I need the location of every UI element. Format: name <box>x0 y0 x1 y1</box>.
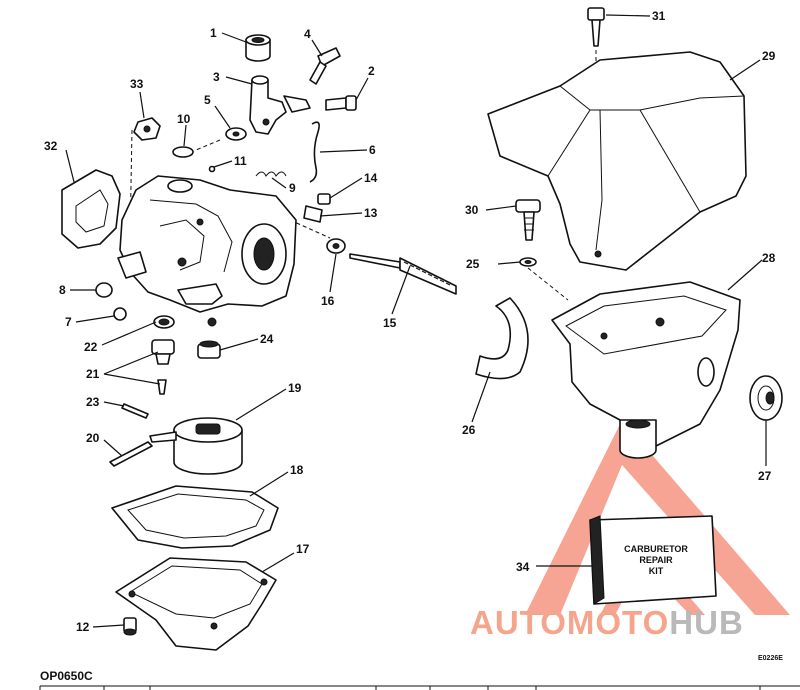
callout-17: 17 <box>296 542 310 556</box>
callout-7: 7 <box>65 315 72 329</box>
part-9-spring <box>255 171 287 177</box>
callout-31: 31 <box>652 9 666 23</box>
kit-label-line3: KIT <box>649 566 664 576</box>
part-22-ring <box>153 315 175 329</box>
part-6-spring-wire <box>309 121 320 183</box>
part-13-bracket <box>303 205 323 223</box>
part-12-screw <box>123 617 137 636</box>
part-30-screw <box>515 199 541 241</box>
part-31-screw <box>587 7 605 47</box>
kit-label-line1: CARBURETOR <box>624 544 688 554</box>
callout-24: 24 <box>260 332 274 346</box>
carburetor-body <box>117 175 297 327</box>
callout-11: 11 <box>234 154 247 168</box>
callout-4: 4 <box>304 27 311 41</box>
part-16-nut <box>326 238 346 254</box>
callout-33: 33 <box>130 77 144 91</box>
part-17-float-bowl <box>115 557 277 651</box>
part-4-screw <box>309 47 341 85</box>
part-33-nut <box>133 117 161 141</box>
part-32-gasket <box>61 169 121 249</box>
callout-32: 32 <box>44 139 58 153</box>
callout-15: 15 <box>383 316 397 330</box>
callout-labels: 1 2 3 4 5 6 7 8 9 10 11 12 13 14 15 16 1… <box>44 9 776 634</box>
callout-12: 12 <box>76 620 90 634</box>
callout-16: 16 <box>321 294 335 308</box>
callout-1: 1 <box>210 26 217 40</box>
part-18-bowl-gasket <box>111 485 279 549</box>
figure-code: OP0650C <box>40 669 93 683</box>
callout-34: 34 <box>516 560 530 574</box>
callout-8: 8 <box>59 283 66 297</box>
watermark-text-part1: AUTOMOTO <box>470 604 670 641</box>
callout-27: 27 <box>758 469 772 483</box>
callout-28: 28 <box>762 251 776 265</box>
part-8-o-ring <box>95 282 113 298</box>
part-5-washer <box>225 127 247 141</box>
callout-23: 23 <box>86 395 100 409</box>
callout-26: 26 <box>462 423 476 437</box>
watermark-text-part2: HUB <box>669 604 744 641</box>
part-23-pin <box>121 403 149 419</box>
callout-14: 14 <box>364 171 378 185</box>
kit-label-line2: REPAIR <box>639 555 673 565</box>
callout-3: 3 <box>213 70 220 84</box>
part-2-screw <box>325 95 357 111</box>
part-15-needle <box>349 253 457 295</box>
callout-30: 30 <box>465 203 479 217</box>
part-19-float <box>149 417 243 475</box>
callout-21: 21 <box>86 367 100 381</box>
serial-number: E0226E <box>758 655 783 662</box>
part-10-plug <box>172 146 194 158</box>
bottom-table-ticks <box>39 686 761 690</box>
part-29-cover <box>487 51 747 271</box>
callout-18: 18 <box>290 463 304 477</box>
part-28-base <box>551 281 741 459</box>
part-14-screw <box>317 193 331 205</box>
callout-13: 13 <box>364 206 378 220</box>
part-25-washer <box>519 257 537 267</box>
callout-22: 22 <box>84 340 98 354</box>
callout-10: 10 <box>177 112 191 126</box>
part-7-ball <box>113 307 127 321</box>
leader-lines <box>65 14 767 628</box>
part-20-hinge-pin <box>109 441 153 467</box>
callout-29: 29 <box>762 49 776 63</box>
callout-5: 5 <box>204 93 211 107</box>
callout-25: 25 <box>466 257 480 271</box>
callout-9: 9 <box>289 181 296 195</box>
part-3-lever <box>249 75 311 135</box>
part-26-seal <box>475 297 529 380</box>
part-24-plug <box>197 340 221 359</box>
callout-20: 20 <box>86 431 100 445</box>
callout-6: 6 <box>369 143 376 157</box>
watermark-text: AUTOMOTOHUB <box>470 606 744 639</box>
part-34-repair-kit: CARBURETOR REPAIR KIT <box>589 515 717 605</box>
part-11-ball <box>208 165 216 173</box>
part-21-jet <box>151 339 175 395</box>
part-27-grommet <box>749 375 783 421</box>
part-1-cap <box>245 34 271 62</box>
callout-2: 2 <box>368 64 375 78</box>
callout-19: 19 <box>288 381 302 395</box>
